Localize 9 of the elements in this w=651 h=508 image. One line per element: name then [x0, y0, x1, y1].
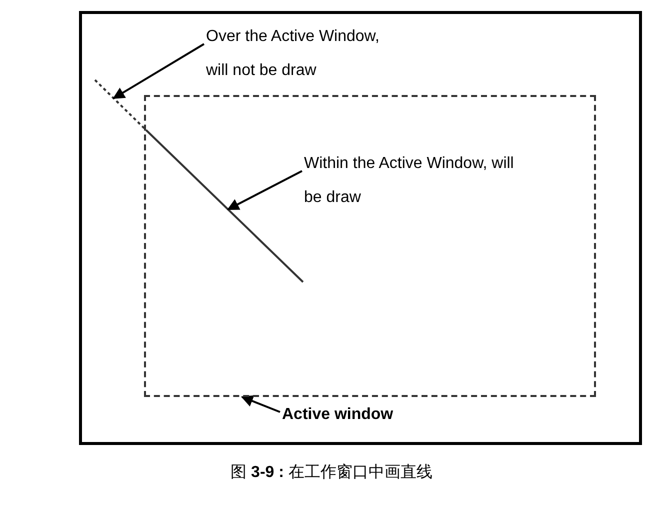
leader-line — [240, 395, 280, 413]
leader-line — [112, 43, 205, 100]
callout-text: Over the Active Window, will not be draw — [206, 20, 396, 88]
window-label: Active window — [282, 398, 462, 432]
callout-text: Within the Active Window, will be draw — [304, 147, 519, 215]
figure-caption: 图 3-9 : 在工作窗口中画直线 — [230, 464, 432, 481]
active-window-box — [144, 95, 596, 397]
leader-line — [226, 170, 302, 210]
clipped-line — [94, 79, 304, 283]
